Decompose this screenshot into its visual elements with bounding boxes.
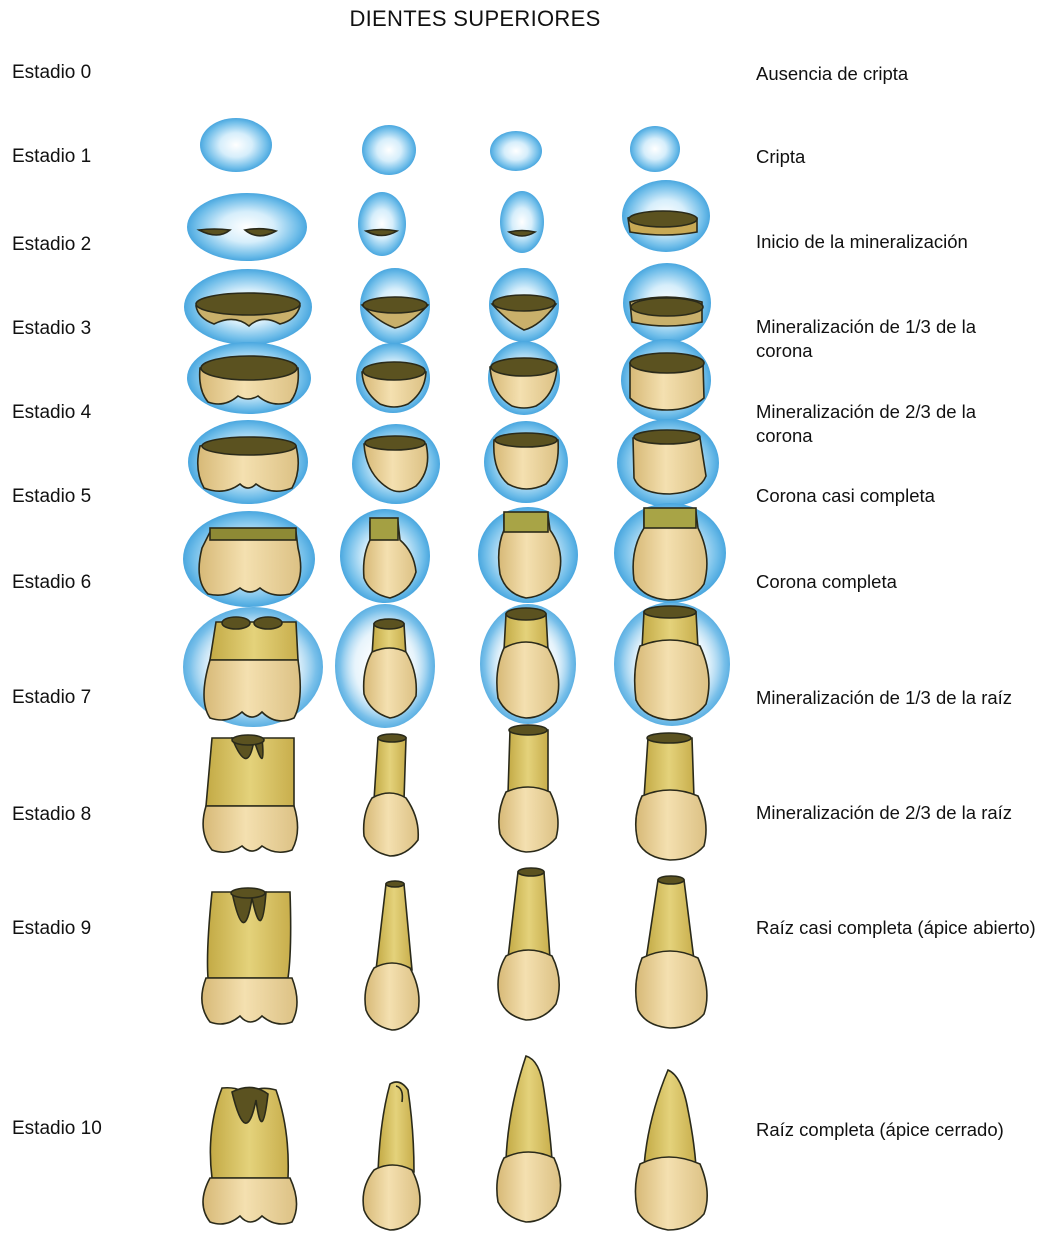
- stage-7-root-one-third: [183, 602, 730, 728]
- stage-1-crypts: [200, 118, 680, 175]
- stage-4-crown-two-thirds: [187, 339, 711, 421]
- stage-9-root-almost-complete: [202, 868, 707, 1030]
- stage-6-crown-complete: [183, 503, 726, 607]
- stage-8-root-two-thirds: [203, 725, 706, 860]
- stage-3-crown-one-third: [184, 263, 711, 345]
- stage-10-root-complete: [203, 1056, 707, 1230]
- stage-2-initial-mineralization: [187, 180, 710, 261]
- stage-5-crown-almost-complete: [188, 419, 719, 507]
